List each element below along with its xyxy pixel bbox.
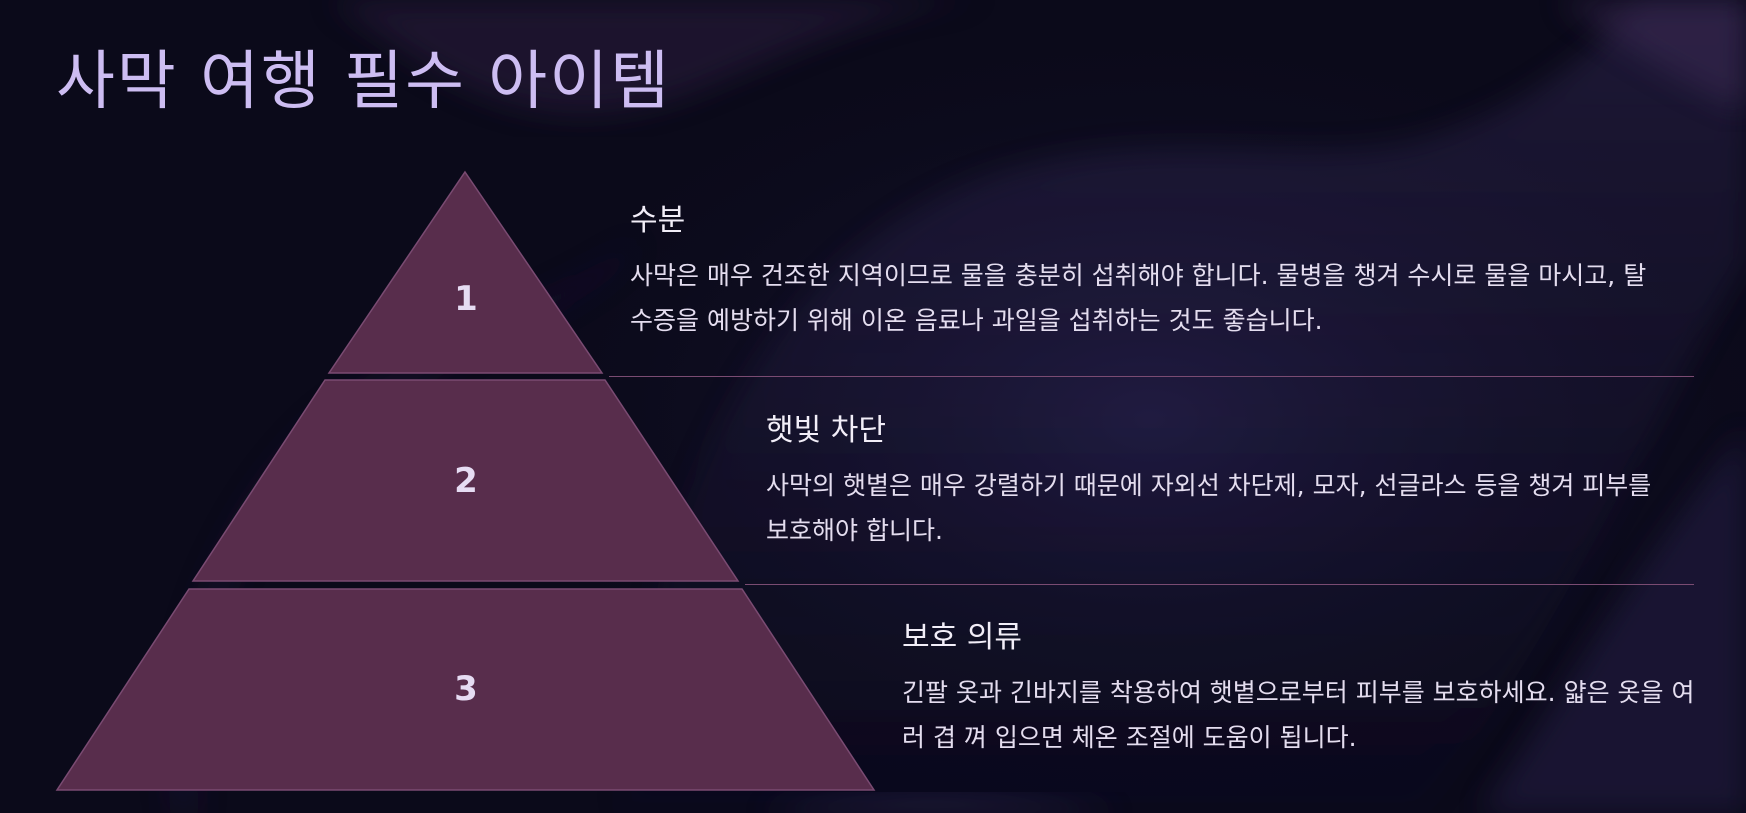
tier-2-number: 2 bbox=[454, 461, 478, 501]
pyramid-tier-2: 2 bbox=[191, 379, 740, 582]
pyramid-tier-3: 3 bbox=[55, 588, 876, 791]
tier-1-number: 1 bbox=[454, 279, 478, 319]
pyramid-tier-2-shape bbox=[191, 379, 740, 582]
item-protective-clothing-heading: 보호 의류 bbox=[902, 620, 1022, 655]
item-sun-protection-description: 사막의 햇볕은 매우 강렬하기 때문에 자외선 차단제, 모자, 선글라스 등을… bbox=[766, 471, 1652, 545]
item-sun-protection-heading: 햇빛 차단 bbox=[766, 413, 886, 448]
page-title: 사막 여행 필수 아이템 bbox=[56, 45, 671, 119]
item-water-heading: 수분 bbox=[630, 203, 686, 238]
tier-3-number: 3 bbox=[454, 669, 478, 709]
divider-1 bbox=[609, 376, 1694, 377]
item-water-description: 사막은 매우 건조한 지역이므로 물을 충분히 섭취해야 합니다. 물병을 챙겨… bbox=[630, 261, 1647, 335]
pyramid-tier-1: 1 bbox=[327, 170, 604, 374]
item-protective-clothing-description: 긴팔 옷과 긴바지를 착용하여 햇볕으로부터 피부를 보호하세요. 얇은 옷을 … bbox=[902, 678, 1695, 752]
pyramid-tier-1-shape bbox=[327, 170, 604, 374]
item-protective-clothing: 보호 의류 긴팔 옷과 긴바지를 착용하여 햇볕으로부터 피부를 보호하세요. … bbox=[902, 612, 1702, 760]
pyramid-tier-3-shape bbox=[55, 588, 876, 791]
item-water: 수분 사막은 매우 건조한 지역이므로 물을 충분히 섭취해야 합니다. 물병을… bbox=[630, 195, 1660, 343]
divider-2 bbox=[745, 584, 1694, 585]
item-sun-protection: 햇빛 차단 사막의 햇볕은 매우 강렬하기 때문에 자외선 차단제, 모자, 선… bbox=[766, 405, 1666, 553]
